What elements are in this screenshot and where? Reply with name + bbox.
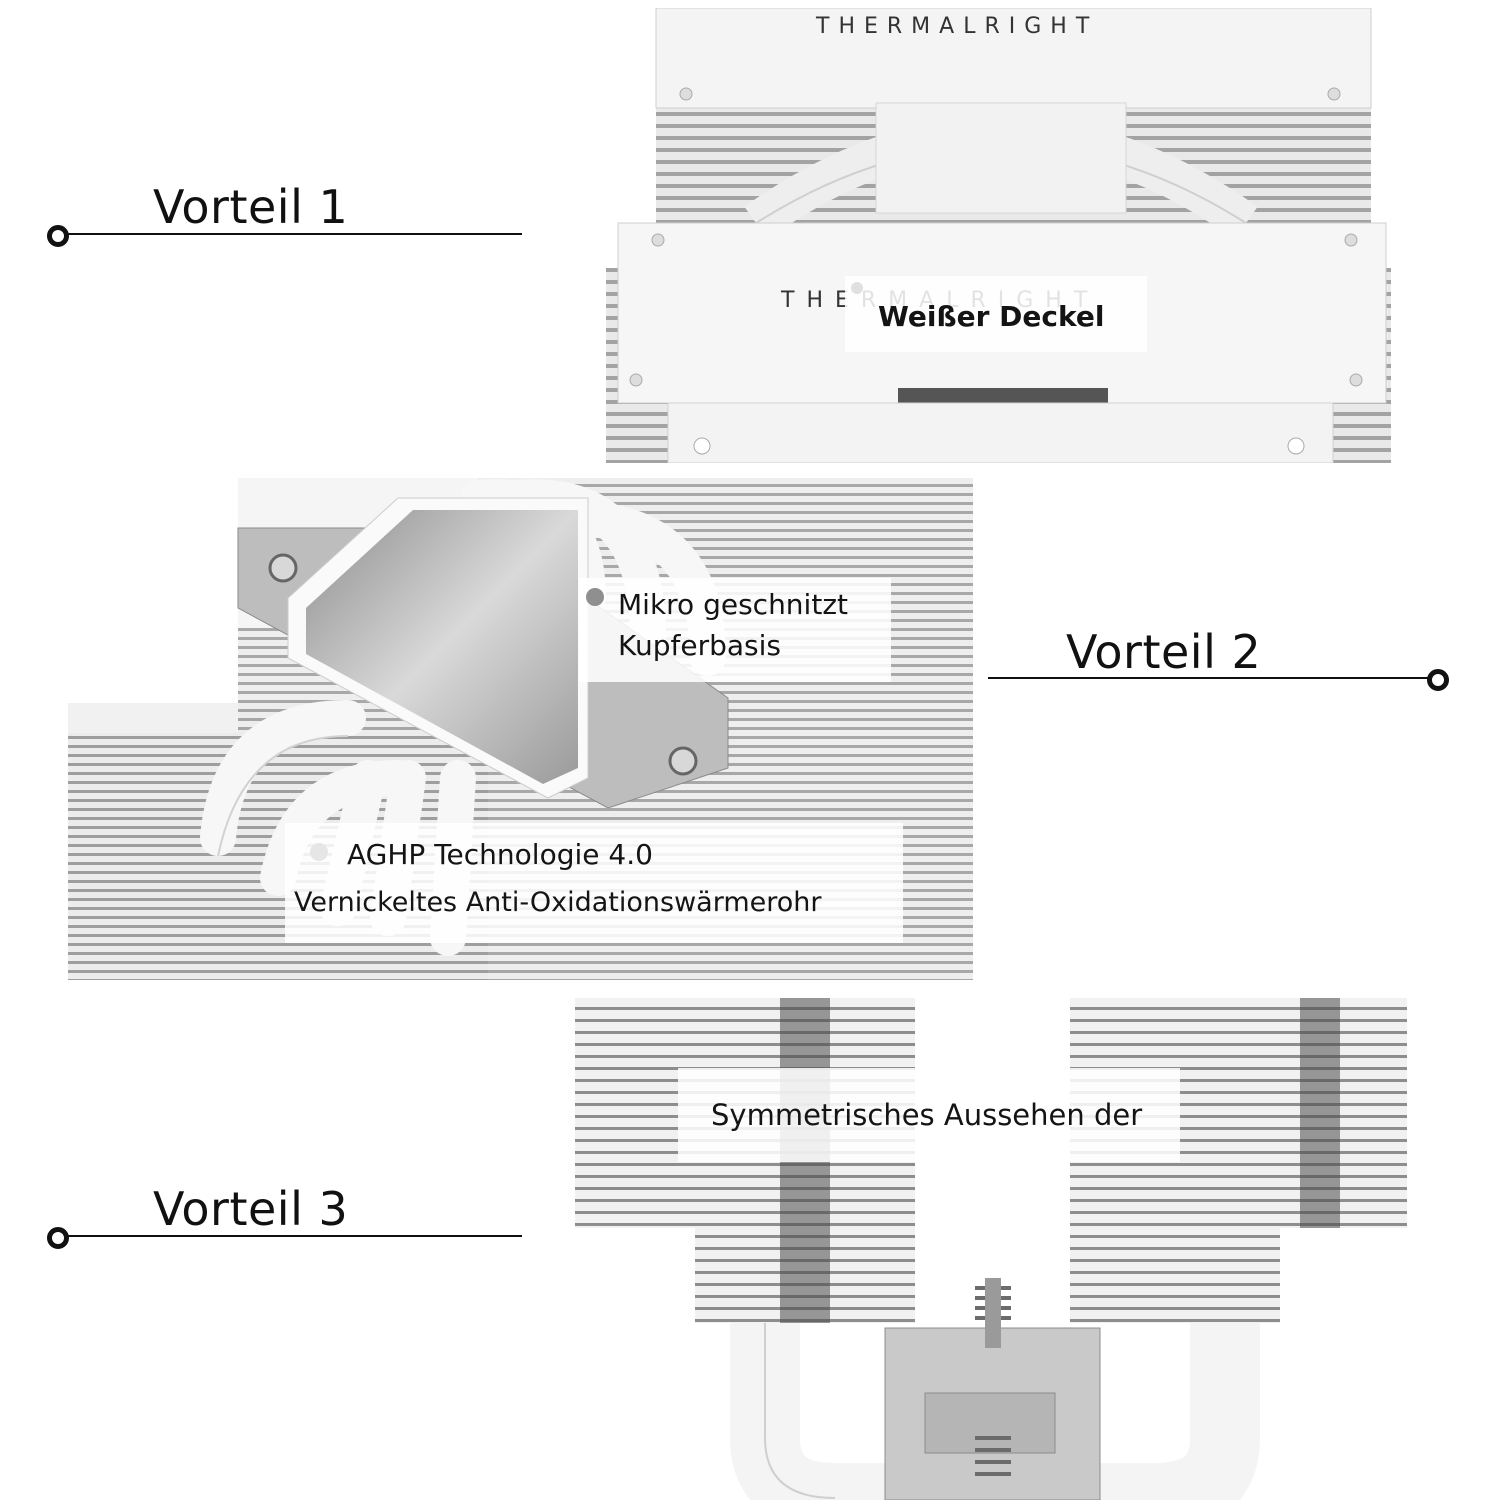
feature-label-box-3: [285, 823, 903, 943]
section-line-3: [68, 1235, 522, 1237]
section-heading-1: Vorteil 1: [153, 180, 349, 234]
feature-label-box-4: [678, 1068, 1180, 1162]
feature-label-symmetric: Symmetrisches Aussehen der: [711, 1098, 1143, 1132]
section-line-1: [68, 233, 522, 235]
section-heading-3: Vorteil 3: [153, 1182, 349, 1236]
section-marker-1-icon: [47, 225, 69, 247]
label-dot-3-icon: [310, 843, 328, 861]
brand-logo-top: THERMALRIGHT: [816, 14, 1099, 39]
feature-label-box-1: [845, 276, 1147, 352]
label-dot-1-icon: [851, 282, 863, 294]
label-dot-2-icon: [586, 588, 604, 606]
section-marker-2-icon: [1427, 669, 1449, 691]
feature-label-white-cover: Weißer Deckel: [878, 300, 1105, 333]
feature-label-box-2: [579, 578, 891, 682]
section-heading-2: Vorteil 2: [1066, 625, 1262, 679]
feature-label-heatpipe-line2: Vernickeltes Anti-Oxidationswärmerohr: [294, 887, 822, 918]
section-line-2: [988, 677, 1428, 679]
feature-label-copper-base-line1: Mikro geschnitzt: [618, 588, 848, 621]
cooler-top-image: THERMALRIGHT THERMALRIGHT: [606, 8, 1396, 463]
feature-label-copper-base-line2: Kupferbasis: [618, 629, 781, 662]
section-marker-3-icon: [47, 1227, 69, 1249]
feature-label-heatpipe-line1: AGHP Technologie 4.0: [347, 838, 653, 871]
